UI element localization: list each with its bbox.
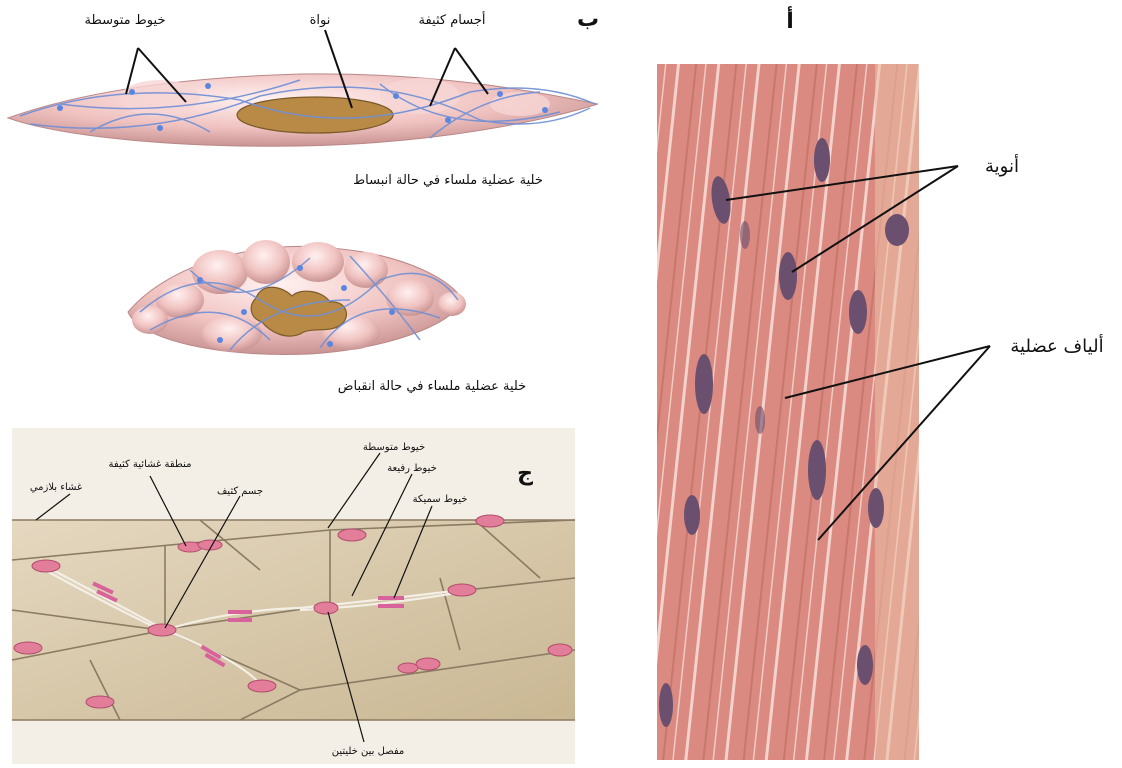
- dense-body: [389, 309, 395, 315]
- dense-body: [205, 83, 211, 89]
- thick-filaments-label: خيوط سميكة: [413, 494, 468, 505]
- panel-c: ج: [12, 428, 575, 764]
- contracted-cell-bulge: [292, 242, 344, 282]
- tissue-nucleus: [885, 214, 909, 246]
- panel-b-letter: ب: [577, 7, 599, 32]
- dense-body: [445, 117, 451, 123]
- cell-band: [12, 520, 575, 720]
- dense-body-oval: [448, 584, 476, 596]
- intermediate-filaments-label: خيوط متوسطة: [85, 13, 166, 28]
- muscle-fibers-label: ألياف عضلية: [1010, 334, 1103, 357]
- panel-c-letter: ج: [517, 461, 533, 486]
- panel-b: ب: [8, 7, 599, 394]
- panel-a-letter: أ: [786, 5, 794, 34]
- tissue-nucleus: [808, 440, 826, 500]
- dense-body-oval: [398, 663, 418, 673]
- dense-bodies-label: أجسام كثيفة: [419, 11, 486, 28]
- relaxed-nucleus: [237, 97, 393, 133]
- relaxed-cell: [8, 74, 598, 146]
- dense-body-label: جسم كثيف: [217, 486, 263, 497]
- tissue-nucleus: [740, 221, 750, 249]
- tissue-nucleus: [755, 406, 765, 434]
- dense-body: [297, 265, 303, 271]
- dense-body-oval: [248, 680, 276, 692]
- dense-body-oval: [32, 560, 60, 572]
- nucleus-label: نواة: [310, 13, 331, 28]
- dense-body: [57, 105, 63, 111]
- cell-junction-label: مفصل بين خليتين: [332, 746, 405, 757]
- contracted-cell-bulge: [192, 250, 248, 294]
- dense-body: [197, 277, 203, 283]
- dense-body: [241, 309, 247, 315]
- dense-body-oval: [548, 644, 572, 656]
- tissue-nucleus: [659, 683, 673, 727]
- tissue-nucleus: [868, 488, 884, 528]
- dense-body-oval: [476, 515, 504, 527]
- dense-body-oval: [338, 529, 366, 541]
- contracted-caption: خلية عضلية ملساء في حالة انقباض: [338, 379, 526, 394]
- dense-body: [157, 125, 163, 131]
- contracted-cell-bulge: [438, 292, 466, 316]
- c-intermediate-filaments-label: خيوط متوسطة: [363, 442, 425, 453]
- dense-body: [497, 91, 503, 97]
- dense-body: [129, 89, 135, 95]
- dense-body: [542, 107, 548, 113]
- cell-network: [12, 515, 575, 720]
- tissue-nucleus: [695, 354, 713, 414]
- tissue-nucleus: [857, 645, 873, 685]
- dense-body: [217, 337, 223, 343]
- dense-body-oval: [86, 696, 114, 708]
- relaxed-cell-bulge: [120, 80, 200, 116]
- contracted-cell-bulge: [242, 240, 290, 284]
- dense-membrane-area-label: منطقة غشائية كثيفة: [109, 459, 192, 470]
- panel-a: أ أنوية ألياف عضلية: [657, 5, 1104, 760]
- dense-body-oval: [416, 658, 440, 670]
- dense-body: [393, 93, 399, 99]
- dense-body: [327, 341, 333, 347]
- dense-body-oval: [14, 642, 42, 654]
- tissue-nucleus: [849, 290, 867, 334]
- tissue-nucleus: [779, 252, 797, 300]
- micrograph-edge-tone: [875, 64, 919, 760]
- relaxed-caption: خلية عضلية ملساء في حالة انبساط: [353, 173, 543, 188]
- plasma-membrane-label: غشاء بلازمي: [30, 482, 82, 493]
- dense-body-oval: [314, 602, 338, 614]
- dense-body-oval: [148, 624, 176, 636]
- tissue-nucleus: [684, 495, 700, 535]
- contracted-cell: [128, 240, 466, 355]
- tissue-nucleus: [814, 138, 830, 182]
- nuclei-label: أنوية: [985, 154, 1019, 177]
- thin-filaments-label: خيوط رفيعة: [387, 463, 437, 474]
- dense-body: [341, 285, 347, 291]
